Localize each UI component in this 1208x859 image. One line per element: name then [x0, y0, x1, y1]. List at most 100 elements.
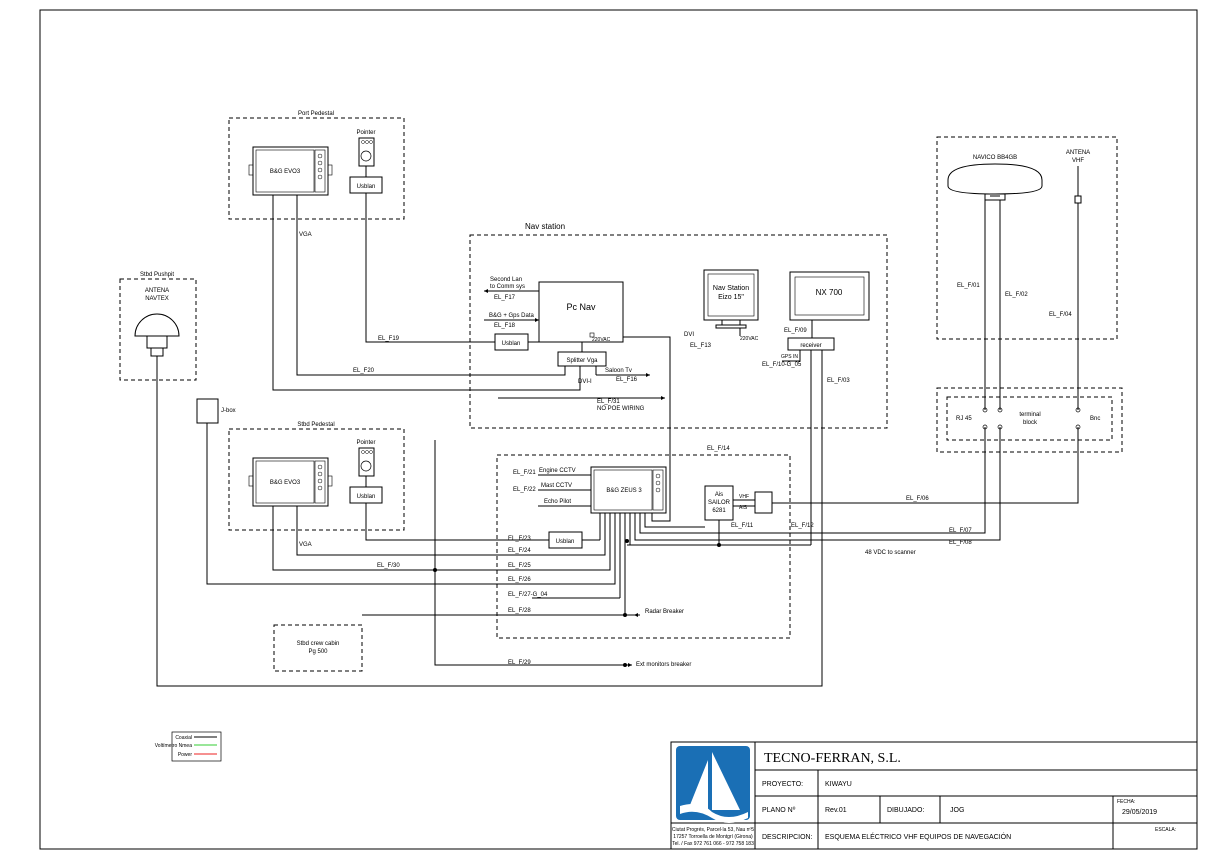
stbd-pushpit-label: Stbd Pushpit — [140, 272, 174, 278]
echo-pilot-label: Echo Pilot — [544, 499, 571, 505]
address-line-1: Ciutat Progrés, Parcel·la 53, Nau nº5 — [672, 827, 754, 833]
svg-text:Pc Nav: Pc Nav — [566, 302, 596, 312]
dvi-label: DVI — [684, 332, 694, 338]
el-f29-label: EL_F/29 — [508, 660, 531, 666]
el-f01-label: EL_F/01 — [957, 283, 980, 289]
bnc-label: Bnc — [1090, 416, 1100, 422]
svg-text:Usblan: Usblan — [357, 184, 376, 190]
vga-label-port: VGA — [299, 232, 312, 238]
nav-station-monitor: Nav Station Eizo 15" — [703, 269, 759, 329]
escala-label: ESCALA: — [1155, 827, 1176, 833]
el-f19-label: EL_F19 — [378, 336, 400, 342]
el-f06-label: EL_F/06 — [906, 496, 929, 502]
crew-cabin-label-2: Pg 500 — [308, 649, 328, 655]
monitor-220vac-label: 220VAC — [740, 336, 759, 342]
port-pedestal-label: Port Pedestal — [298, 111, 334, 117]
terminal-points — [982, 407, 1081, 430]
svg-text:Usblan: Usblan — [556, 539, 575, 545]
usblan-stbd-box: Usblan — [349, 486, 383, 504]
el-f12-label: EL_F/12 — [791, 523, 814, 529]
address-line-3: Tel. / Fax 972 761 066 - 972 758 183 — [672, 841, 754, 847]
bg-zeus3-display: B&G ZEUS 3 — [590, 466, 667, 514]
el-f30-label: EL_F/30 — [377, 563, 400, 569]
svg-text:6281: 6281 — [712, 508, 726, 514]
usblan-port-box: Usblan — [349, 176, 383, 194]
dibujado-label: DIBUJADO: — [887, 807, 924, 814]
bg-gps-label: B&G + Gps Data — [489, 313, 535, 319]
second-lan-label-2: to Comm sys — [490, 284, 525, 290]
terminal-block-label-1: terminal — [1019, 412, 1040, 418]
nav-station-label: Nav station — [525, 222, 565, 231]
pointer-stbd-device — [358, 447, 375, 477]
el-f18-label: EL_F18 — [494, 323, 516, 329]
el-f03-label: EL_F/03 — [827, 378, 850, 384]
el-f16-label: EL_F16 — [616, 377, 638, 383]
engine-cctv-label: Engine CCTV — [539, 468, 576, 474]
svg-text:Voltímetro Nmea: Voltímetro Nmea — [155, 743, 192, 749]
antena-vhf-label-1: ANTENA — [1066, 150, 1090, 156]
crew-cabin-box — [273, 624, 363, 672]
svg-text:Ais: Ais — [715, 492, 723, 498]
splitter-vga-box: Splitter Vga — [557, 351, 607, 367]
el-f21-label: EL_F/21 — [513, 470, 536, 476]
descripcion-value: ESQUEMA ELÉCTRICO VHF EQUIPOS DE NAVEGAC… — [825, 832, 1011, 841]
crew-cabin-label-1: Stbd crew cabin — [297, 641, 340, 647]
el-f24-label: EL_F/24 — [508, 548, 531, 554]
bg-evo3-stbd-display: B&G EVO3 — [248, 457, 333, 507]
svg-text:Power: Power — [178, 752, 193, 758]
svg-text:NX 700: NX 700 — [816, 288, 843, 297]
svg-text:SAILOR: SAILOR — [708, 500, 731, 506]
bg-evo3-port-display: B&G EVO3 — [248, 146, 333, 196]
wiring — [156, 193, 1079, 687]
port-pedestal-box — [228, 117, 405, 220]
radar-breaker-label: Radar Breaker — [645, 609, 684, 615]
receiver-box: receiver — [787, 337, 835, 351]
el-f28-label: EL_F/28 — [508, 608, 531, 614]
pc-220vac-label: 220VAC — [592, 337, 611, 343]
svg-text:Eizo 15": Eizo 15" — [718, 294, 744, 301]
jbox-label: J-box — [221, 408, 236, 414]
el-f02-label: EL_F/02 — [1005, 292, 1028, 298]
vhf-antenna-connector — [1074, 195, 1082, 204]
saloon-tv-label: Saloon Tv — [605, 368, 632, 374]
company-name: TECNO-FERRAN, S.L. — [764, 751, 901, 766]
svg-text:Usblan: Usblan — [502, 341, 521, 347]
ext-monitors-label: Ext monitors breaker — [636, 662, 691, 668]
dibujado-value: JOG — [950, 807, 964, 814]
drawing-border — [39, 9, 1198, 850]
terminal-block-label-2: block — [1023, 420, 1038, 426]
ext-monitors-arrow — [628, 663, 632, 667]
rj45-label: RJ 45 — [956, 416, 972, 422]
jbox — [196, 398, 219, 424]
pointer-port-device — [358, 137, 375, 167]
plano-value: Rev.01 — [825, 807, 847, 814]
el-f27-label: EL_F/27-G_04 — [508, 592, 548, 598]
el-f17-label: EL_F17 — [494, 295, 516, 301]
el-f26-label: EL_F/26 — [508, 577, 531, 583]
antena-navtex-label-1: ANTENA — [145, 288, 169, 294]
terminal-outer-box — [936, 387, 1123, 453]
nav-station-box — [469, 234, 888, 429]
radar-vhf-box — [936, 136, 1118, 340]
tecno-ferran-logo — [676, 746, 750, 823]
no-poe-label: NO POE WIRING — [597, 406, 645, 412]
terminal-inner-box — [946, 396, 1113, 441]
el-f11-label: EL_F/11 — [731, 523, 754, 529]
stbd-pedestal-label: Stbd Pedestal — [297, 422, 334, 428]
radar-breaker-arrow — [634, 613, 638, 617]
el-f08-label: EL_F/08 — [949, 540, 972, 546]
svg-text:receiver: receiver — [800, 343, 821, 349]
stbd-pushpit-box — [119, 278, 197, 381]
vhf-small-label: VHF — [739, 494, 749, 500]
navtex-antenna-icon — [134, 313, 180, 364]
el-f23-label: EL_F/23 — [508, 536, 531, 542]
ais-sailor-box: Ais SAILOR 6281 — [704, 485, 734, 521]
descripcion-label: DESCRIPCION: — [762, 834, 813, 841]
el-f31-label: EL_F/31 — [597, 399, 620, 405]
pc-nav-box: Pc Nav — [538, 281, 624, 343]
usblan-nav-box: Usblan — [494, 333, 529, 351]
el-f25-label: EL_F/25 — [508, 563, 531, 569]
el-f14-label: EL_F/14 — [707, 446, 730, 452]
svg-text:B&G EVO3: B&G EVO3 — [270, 480, 301, 486]
